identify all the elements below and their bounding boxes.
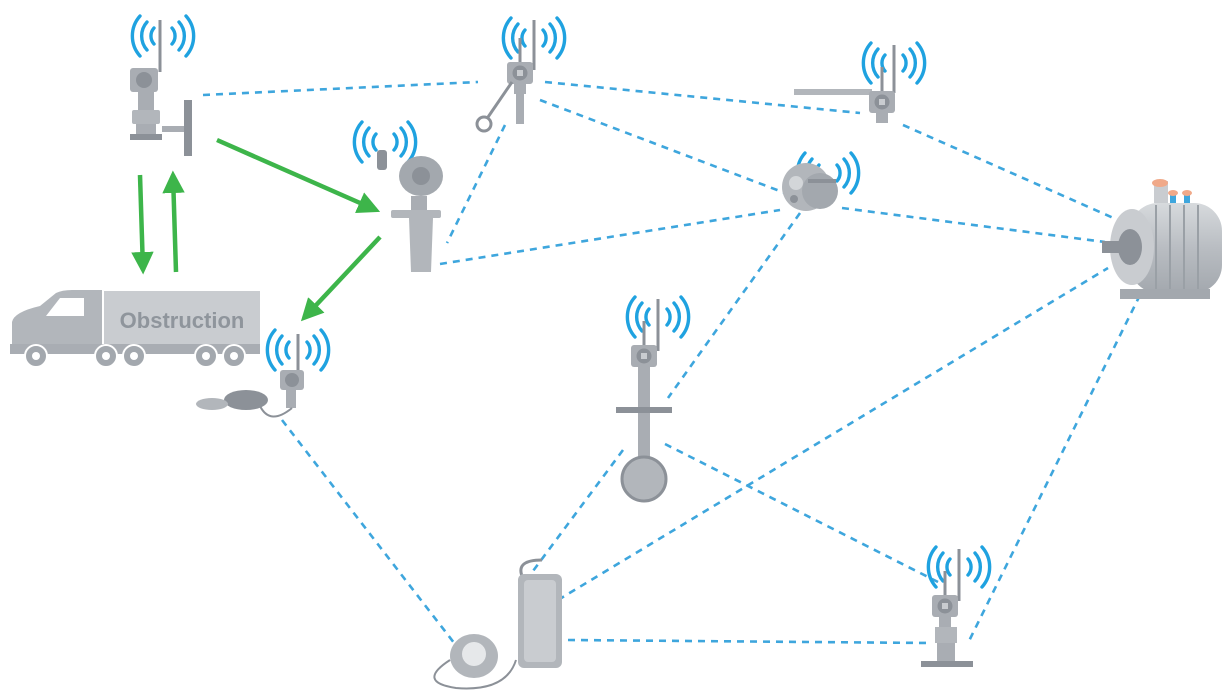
temperature-transmitter-icon [794, 41, 927, 125]
truck-trailer [104, 291, 260, 353]
link [664, 442, 939, 584]
link [902, 123, 1119, 222]
link [202, 80, 479, 97]
link [439, 208, 781, 266]
radar-level-icon [352, 120, 443, 272]
arrow-to-acoustic [300, 235, 382, 322]
link [544, 80, 861, 115]
pressure-transmitter-icon [130, 14, 196, 156]
obstruction-label: Obstruction [120, 308, 245, 333]
link [557, 266, 1109, 602]
obstruction-truck: Obstruction [10, 290, 260, 368]
motor-icon [1102, 179, 1222, 299]
link [280, 419, 460, 649]
link [528, 449, 625, 576]
wireless-links [202, 80, 1142, 649]
link [966, 294, 1142, 644]
arrow-to-radar [216, 137, 381, 214]
reroute-arrows [131, 137, 382, 322]
acoustic-transmitter-icon [196, 328, 331, 418]
arrow-down [131, 174, 154, 275]
link [567, 638, 931, 645]
link [445, 124, 507, 244]
link [539, 98, 786, 195]
level-switch-icon [475, 16, 567, 133]
flow-transmitter-icon [616, 295, 691, 503]
gateway-icon [433, 558, 562, 690]
pressure-transmitter-icon [921, 545, 992, 667]
vibration-sensor-icon [782, 151, 861, 211]
arrow-up [162, 170, 185, 273]
link [841, 206, 1106, 244]
